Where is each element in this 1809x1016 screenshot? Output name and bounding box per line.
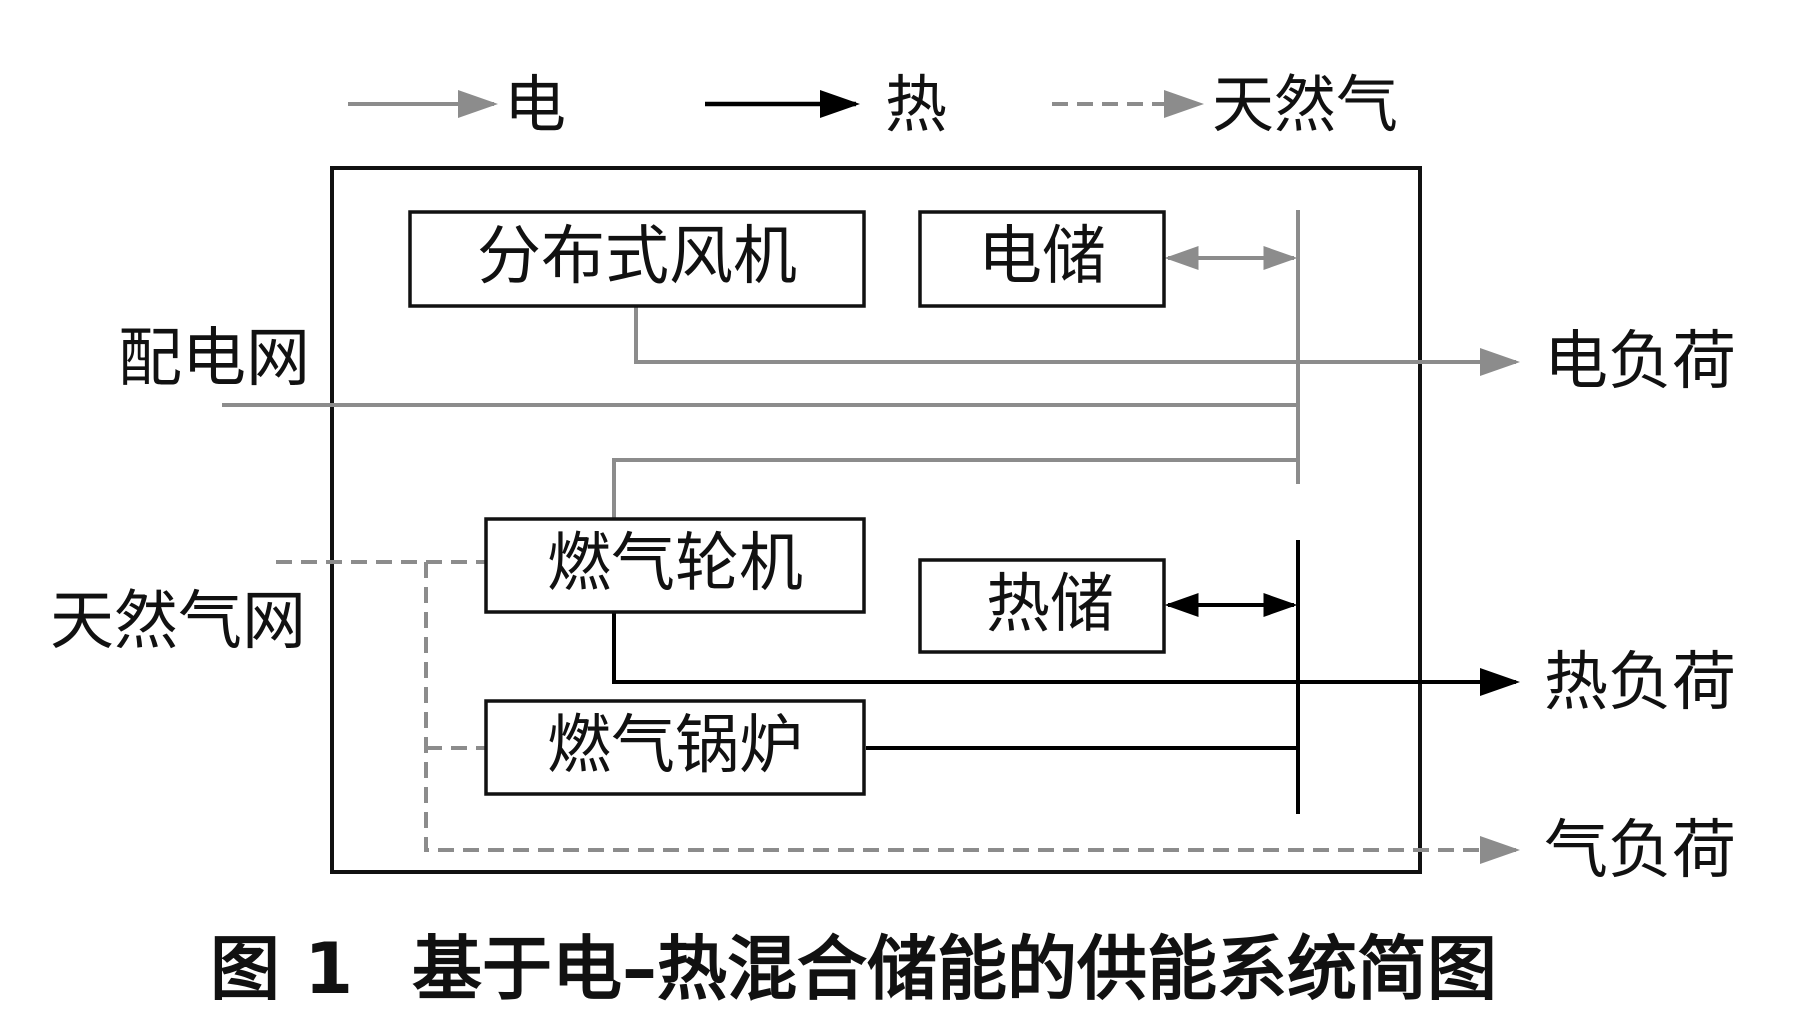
system-boundary [330,166,1422,874]
gas-turbine-box: 燃气轮机 [484,517,866,614]
gas-boiler-label: 燃气锅炉 [547,709,803,783]
heat-storage-label: 热储 [986,568,1114,642]
figure-caption-label: 图 1 [210,928,353,1010]
electric-storage-box: 电储 [918,210,1166,308]
electric-load-label: 电负荷 [1544,325,1736,399]
heat-load-label: 热负荷 [1544,646,1736,720]
heat-storage-box: 热储 [918,558,1166,654]
legend-electric-label: 电 [504,68,566,141]
wind-turbine-box: 分布式风机 [408,210,866,308]
gas-boiler-box: 燃气锅炉 [484,699,866,796]
figure-caption-text: 基于电–热混合储能的供能系统简图 [412,928,1497,1010]
legend-heat-label: 热 [885,68,947,141]
wind-turbine-label: 分布式风机 [477,220,797,294]
gas-to-load-flow [424,562,1520,864]
gas-turbine-electric-flow [612,458,1298,519]
gas-turbine-heat-flow [612,612,1520,696]
gas-grid-label: 天然气网 [50,585,306,659]
wind-to-electric-load-flow [634,306,1520,376]
legend: 电 热 天然气 [348,68,1398,141]
electric-storage-label: 电储 [978,220,1106,294]
gas-load-label: 气负荷 [1544,814,1736,888]
gas-turbine-label: 燃气轮机 [547,527,803,601]
legend-gas-label: 天然气 [1212,68,1398,141]
flow-lines [222,210,1520,864]
power-grid-label: 配电网 [118,322,310,396]
